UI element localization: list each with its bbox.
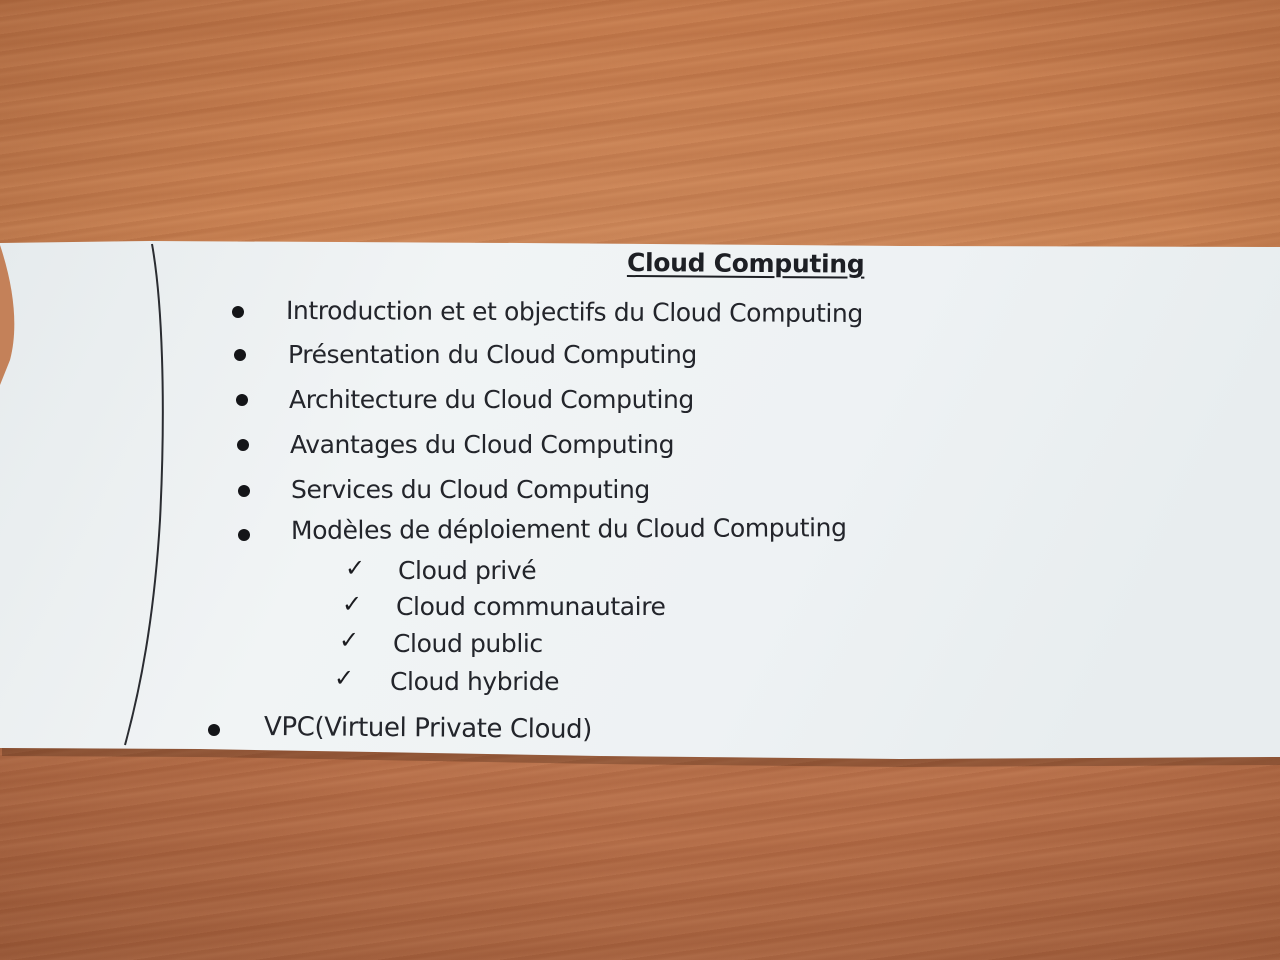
checkmark-icon: ✓ xyxy=(334,664,355,692)
bullet-dot-icon xyxy=(236,394,248,406)
bullet-dot-icon xyxy=(208,724,220,736)
list-item: Services du Cloud Computing xyxy=(291,475,650,504)
list-item: Introduction et et objectifs du Cloud Co… xyxy=(285,296,863,329)
sub-list-item: Cloud privé xyxy=(398,556,537,585)
list-item: Avantages du Cloud Computing xyxy=(290,430,675,459)
list-item: Architecture du Cloud Computing xyxy=(289,385,694,414)
list-item: VPC(Virtuel Private Cloud) xyxy=(263,712,593,745)
sub-list-item: Cloud public xyxy=(393,629,543,658)
bullet-dot-icon xyxy=(234,349,246,361)
checkmark-icon: ✓ xyxy=(339,626,360,654)
checkmark-icon: ✓ xyxy=(342,590,363,618)
document-title: Cloud Computing xyxy=(626,248,865,279)
list-item: Présentation du Cloud Computing xyxy=(288,340,697,369)
sub-list-item: Cloud communautaire xyxy=(396,592,666,621)
list-item: Modèles de déploiement du Cloud Computin… xyxy=(290,513,847,545)
bullet-dot-icon xyxy=(238,485,250,497)
bullet-dot-icon xyxy=(237,439,249,451)
bullet-dot-icon xyxy=(238,529,250,541)
bullet-dot-icon xyxy=(232,306,244,318)
checkmark-icon: ✓ xyxy=(345,554,366,582)
sub-list-item: Cloud hybride xyxy=(390,667,560,696)
